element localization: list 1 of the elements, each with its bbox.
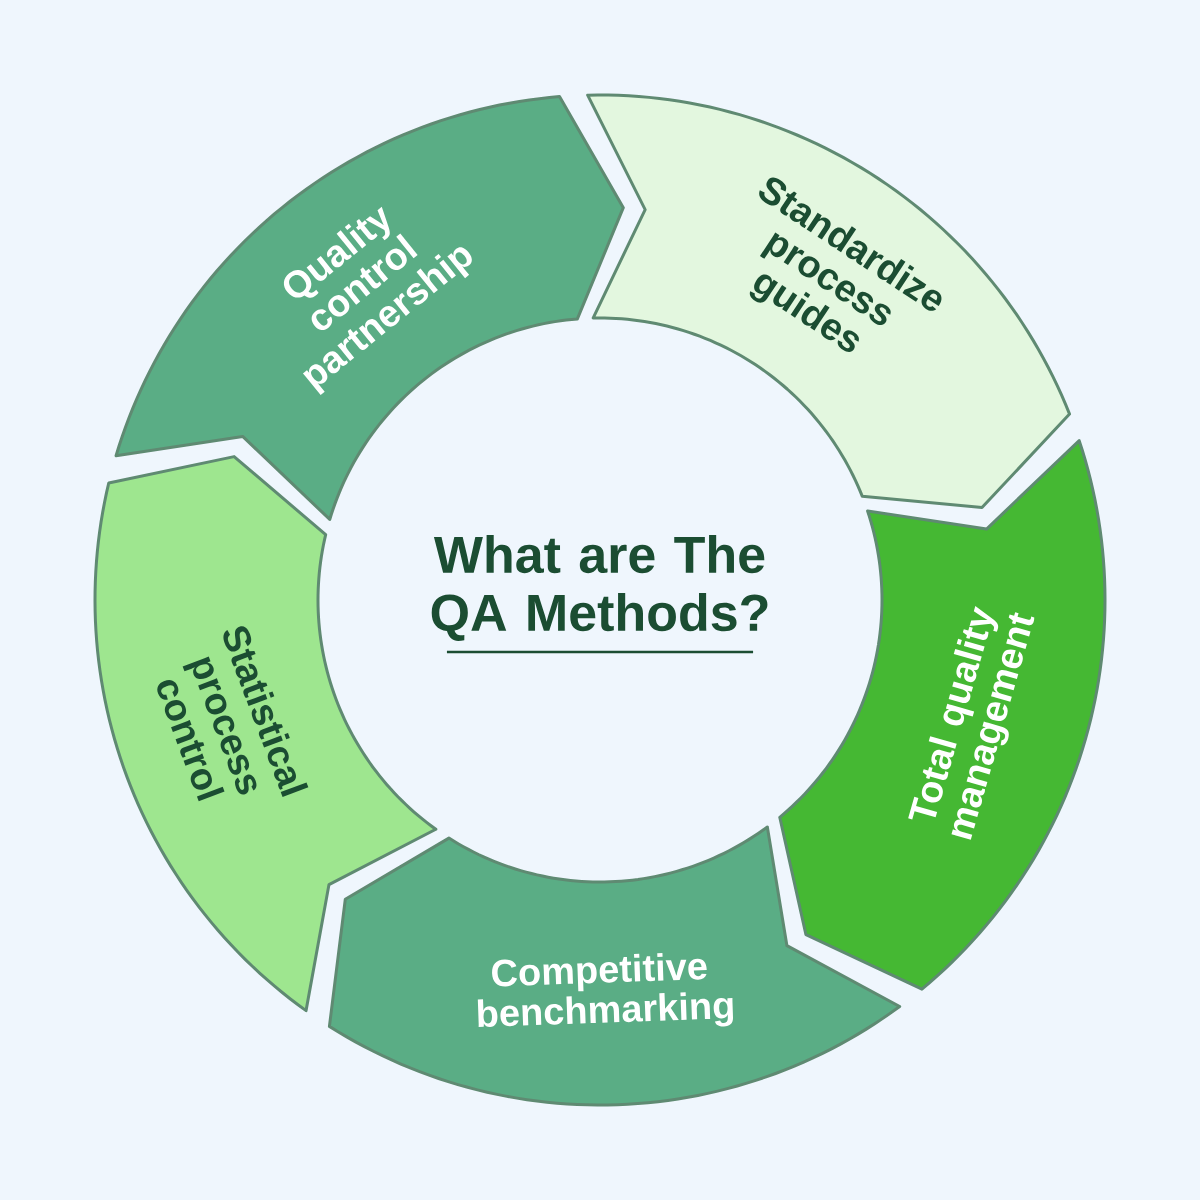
arrow-segment: Competitive benchmarking: [327, 825, 902, 1107]
